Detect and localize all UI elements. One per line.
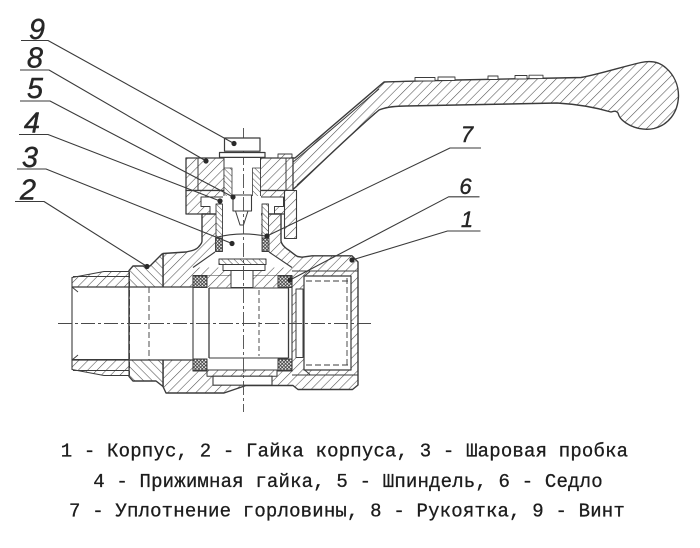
svg-text:4: 4 — [24, 108, 40, 140]
svg-text:1: 1 — [461, 207, 473, 232]
svg-text:4 - Прижимная гайка, 5 - Шпинд: 4 - Прижимная гайка, 5 - Шпиндель, 6 - С… — [93, 471, 603, 493]
svg-text:8: 8 — [27, 43, 43, 75]
svg-text:7: 7 — [461, 122, 474, 147]
svg-text:3: 3 — [22, 142, 38, 174]
svg-text:7 - Уплотнение горловины, 8 -: 7 - Уплотнение горловины, 8 - Рукоятка, … — [69, 501, 625, 523]
svg-text:2: 2 — [19, 175, 36, 207]
svg-text:9: 9 — [29, 14, 45, 46]
svg-text:6: 6 — [459, 174, 472, 199]
svg-text:5: 5 — [27, 73, 44, 105]
svg-text:1 - Корпус, 2 - Гайка корпуса,: 1 - Корпус, 2 - Гайка корпуса, 3 - Шаров… — [61, 441, 629, 463]
